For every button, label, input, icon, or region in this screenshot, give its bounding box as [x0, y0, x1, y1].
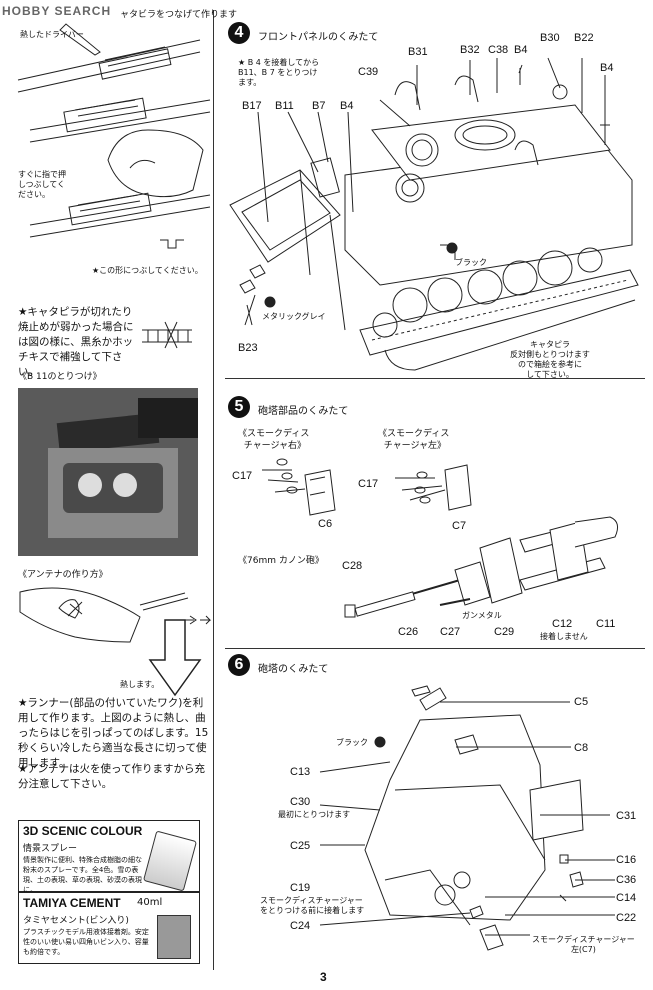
c19-note: スモークディスチャージャー をとりつける前に接着します — [260, 896, 365, 915]
step6-black-label: ブラック — [336, 738, 368, 747]
track-note: キャタピラ 反対側もとりつけます ので箱絵を参考に して下さい。 — [510, 340, 590, 379]
column-divider — [213, 10, 214, 970]
step6-title: 砲塔のくみたて — [258, 664, 329, 675]
antenna-text-2: ★アンテナは火を使って作りますから充分注意して下さい。 — [18, 763, 205, 790]
label-c31: C31 — [616, 810, 637, 822]
intro-fragment: ャタビラをつなげて作ります — [120, 10, 238, 20]
label-c13: C13 — [290, 766, 311, 778]
step5-divider — [225, 378, 645, 379]
label-c24: C24 — [290, 920, 311, 932]
label-c36: C36 — [616, 874, 637, 886]
driver-label: 熱したドライバー — [20, 30, 84, 39]
scenic-title: 3D SCENIC COLOUR — [23, 824, 143, 838]
spray-can-icon — [142, 830, 198, 892]
scenic-body: 情景製作に便利、特殊合成樹脂の細な粉末のスプレーです。全4色。雪の表現、土の表現… — [23, 856, 142, 894]
label-c19: C19 — [290, 882, 311, 894]
label-b7: B7 — [312, 100, 326, 112]
label-b4-left: B4 — [340, 100, 354, 112]
step6-divider — [225, 648, 645, 649]
label-c5: C5 — [574, 696, 589, 708]
logo-text: HOBBY SEARCH — [2, 4, 112, 18]
label-c17-left: C17 — [358, 478, 379, 490]
press-label: すぐに指で押 しつぶしてく ださい。 — [18, 170, 66, 199]
label-c28: C28 — [342, 560, 363, 572]
label-b32: B32 — [460, 44, 480, 56]
broken-track-note: ★キャタピラが切れたり焼止めが弱かった場合には図の様に、黒糸かホッチキスで補強し… — [18, 306, 134, 378]
scenic-colour-ad: 3D SCENIC COLOUR 情景スプレー 情景製作に便利、特殊合成樹脂の細… — [18, 820, 200, 894]
step5-number: 5 — [228, 396, 250, 418]
label-c17-right: C17 — [232, 470, 253, 482]
c30-note: 最初にとりつけます — [278, 810, 351, 819]
label-c7: C7 — [452, 520, 467, 532]
no-glue-label: 接着しません — [540, 632, 588, 641]
label-c22: C22 — [616, 912, 637, 924]
c7-note: スモークディスチャージャー 左(C7) — [532, 935, 635, 954]
step4-note: ★ B 4 を接着してから B11、B 7 をとりつけ ます。 — [238, 58, 320, 87]
cement-size: 40ml — [137, 897, 163, 908]
b11-caption: 《B 11のとりつけ》 — [18, 372, 102, 382]
label-c30: C30 — [290, 796, 311, 808]
label-b11: B11 — [275, 100, 294, 112]
page-number: 3 — [320, 970, 327, 984]
antenna-text-1: ★ランナー(部品の付いていたワク)を利用して作ります。上図のように熱し、曲ったら… — [18, 697, 209, 769]
label-c27: C27 — [440, 626, 461, 638]
label-c25: C25 — [290, 840, 311, 852]
label-c11: C11 — [596, 618, 616, 630]
label-c38: C38 — [488, 44, 509, 56]
label-c29: C29 — [494, 626, 515, 638]
label-c14: C14 — [616, 892, 637, 904]
label-c6: C6 — [318, 518, 333, 530]
b11-photo — [18, 388, 198, 556]
step6-number: 6 — [228, 654, 250, 676]
smoke-left-caption: 《スモークディス チャージャ左》 — [378, 429, 450, 451]
label-c8: C8 — [574, 742, 589, 754]
label-c16: C16 — [616, 854, 637, 866]
label-b31: B31 — [408, 46, 428, 58]
label-b22: B22 — [574, 32, 594, 44]
label-b30: B30 — [540, 32, 560, 44]
label-b23: B23 — [238, 342, 258, 354]
step4-title: フロントパネルのくみたて — [258, 32, 379, 43]
label-b17: B17 — [242, 100, 262, 112]
gunmetal-label: ガンメタル — [462, 611, 502, 620]
step4-metallic-label: メタリックグレイ — [262, 312, 326, 321]
step5-title: 砲塔部品のくみたて — [258, 406, 349, 417]
step4-black-label: ブラック — [455, 258, 487, 267]
scenic-sub: 情景スプレー — [23, 844, 78, 854]
hobby-search-logo: HOBBY SEARCH — [2, 0, 152, 18]
cement-title: TAMIYA CEMENT — [23, 896, 121, 910]
label-c39: C39 — [358, 66, 379, 78]
gun-caption: 《76mm カノン砲》 — [238, 556, 324, 566]
cement-sub: タミヤセメント(ビン入り) — [23, 916, 129, 926]
smoke-right-caption: 《スモークディス チャージャ右》 — [238, 429, 310, 451]
label-c12: C12 — [552, 618, 573, 630]
cement-body: プラスチックモデル用液体接着剤。安定性のいい使い易い四角いビン入り、容量も約倍で… — [23, 928, 149, 956]
label-b4-top: B4 — [514, 44, 528, 56]
track-link-group-1 — [98, 46, 172, 80]
tamiya-cement-ad: TAMIYA CEMENT 40ml タミヤセメント(ビン入り) プラスチックモ… — [18, 892, 200, 964]
label-b4-right: B4 — [600, 62, 614, 74]
shape-note: ★この形につぶしてください。 — [92, 266, 203, 275]
step4-number: 4 — [228, 22, 250, 44]
heat-label: 熱します。 — [120, 680, 160, 689]
cement-bottle-icon — [157, 915, 191, 959]
label-c26: C26 — [398, 626, 419, 638]
antenna-caption: 《アンテナの作り方》 — [18, 570, 108, 580]
